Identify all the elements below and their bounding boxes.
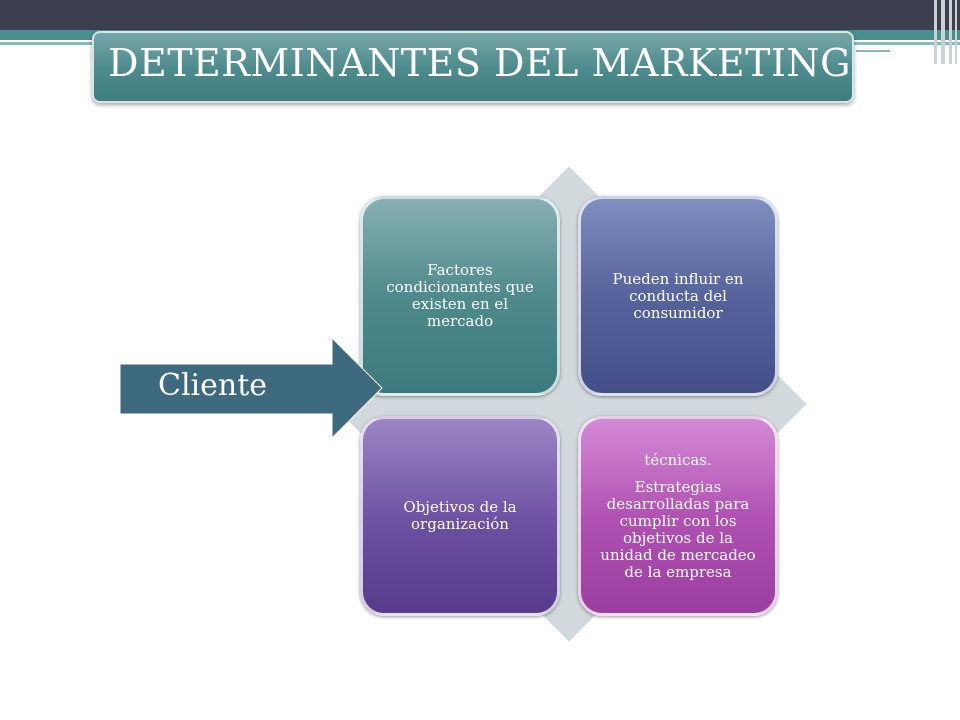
quadrant-estrategias: técnicas. Estrategias desarrolladas para…: [578, 416, 778, 616]
quadrant-conducta: Pueden influir en conducta del consumido…: [578, 196, 778, 396]
decorative-bars: [932, 0, 960, 64]
title-accent-line: [856, 50, 890, 52]
quadrant-objetivos-text: Objetivos de la organización: [403, 498, 517, 533]
top-band: [0, 0, 960, 30]
title-box: DETERMINANTES DEL MARKETING: [92, 31, 854, 103]
cliente-arrow-shape: [120, 338, 383, 438]
quadrant-conducta-text: Pueden influir en conducta del consumido…: [612, 269, 744, 322]
slide-title: DETERMINANTES DEL MARKETING: [108, 41, 852, 85]
quadrant-objetivos: Objetivos de la organización: [360, 416, 560, 616]
quadrant-estrategias-top-text: técnicas.: [644, 450, 712, 469]
cliente-label: Cliente: [158, 368, 268, 403]
quadrant-estrategias-text: Estrategias desarrolladas para cumplir c…: [600, 477, 756, 581]
quadrant-factores: Factores condicionantes que existen en e…: [360, 196, 560, 396]
cliente-arrow: [120, 338, 383, 438]
quadrant-factores-text: Factores condicionantes que existen en e…: [386, 261, 534, 330]
